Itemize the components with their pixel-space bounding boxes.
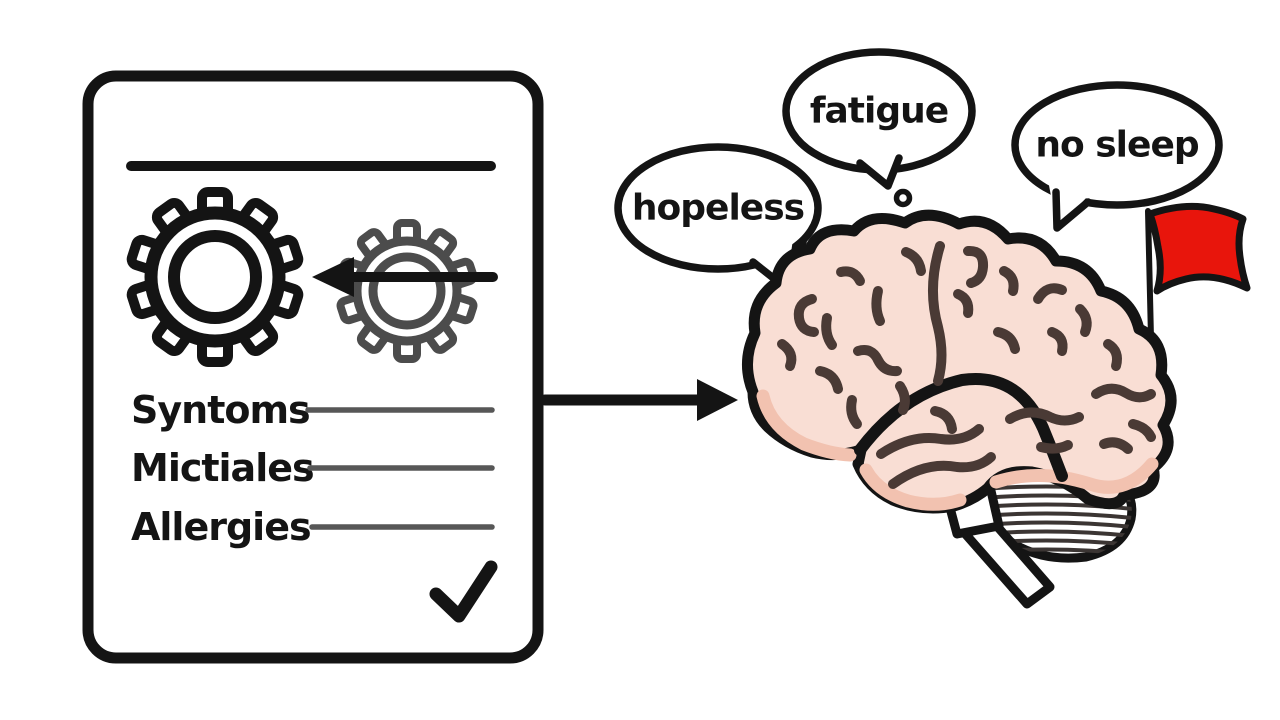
speech-bubble-no-sleep: no sleep bbox=[1011, 81, 1223, 232]
field-label: Allergies bbox=[131, 505, 311, 549]
squiggle bbox=[1033, 283, 1067, 304]
brain-illustration bbox=[742, 209, 1177, 609]
squiggle bbox=[876, 424, 984, 459]
brain-folds-texture bbox=[777, 241, 1156, 489]
left-arrow-icon bbox=[312, 257, 498, 297]
shadow-band bbox=[989, 457, 1159, 494]
checkmark-icon bbox=[429, 560, 498, 623]
squiggle bbox=[871, 286, 885, 326]
squiggle bbox=[1047, 327, 1068, 356]
gear-hub bbox=[168, 230, 262, 324]
squiggle bbox=[846, 395, 862, 429]
gear-hub bbox=[368, 252, 446, 330]
brain-shadow bbox=[756, 389, 1159, 511]
bubble-outline bbox=[1011, 81, 1223, 209]
squiggle bbox=[1128, 419, 1156, 442]
field-label: Mictiales bbox=[131, 446, 314, 490]
squiggle bbox=[853, 345, 902, 377]
squiggle bbox=[930, 406, 957, 434]
squiggle bbox=[1005, 407, 1084, 426]
squiggle bbox=[888, 452, 996, 489]
squiggle bbox=[901, 247, 926, 276]
arrow-head bbox=[697, 379, 738, 421]
flag-pole bbox=[1145, 208, 1154, 341]
squiggle bbox=[777, 339, 797, 371]
squiggle bbox=[1075, 304, 1092, 337]
field-label: Syntoms bbox=[131, 388, 310, 432]
gear-icon-secondary bbox=[336, 219, 478, 363]
bubble-tail bbox=[1052, 188, 1092, 232]
squiggle bbox=[953, 289, 974, 318]
right-arrow-icon bbox=[539, 379, 738, 421]
red-flag-icon bbox=[1145, 202, 1251, 341]
squiggle bbox=[793, 294, 819, 337]
shadow-band bbox=[756, 389, 857, 462]
squiggle bbox=[1103, 339, 1122, 371]
field-lines bbox=[305, 407, 495, 530]
form-fields: Syntoms Mictiales Allergies bbox=[131, 388, 495, 549]
bubble-text: fatigue bbox=[810, 91, 948, 132]
squiggle bbox=[821, 313, 837, 350]
squiggle bbox=[963, 245, 989, 288]
thought-dot bbox=[893, 188, 913, 208]
shadow-band bbox=[859, 463, 967, 511]
squiggle bbox=[815, 366, 843, 394]
squiggle bbox=[999, 266, 1019, 296]
arrow-head bbox=[312, 257, 354, 297]
bubble-text: no sleep bbox=[1035, 125, 1198, 166]
squiggle bbox=[895, 381, 910, 415]
form-card: Syntoms Mictiales Allergies bbox=[82, 70, 544, 664]
speech-bubble-fatigue: fatigue bbox=[782, 48, 976, 208]
squiggle bbox=[1099, 437, 1133, 454]
bubble-text: hopeless bbox=[632, 188, 804, 229]
squiggle bbox=[1036, 440, 1073, 454]
flag-cloth bbox=[1146, 202, 1251, 295]
bubble-outline bbox=[614, 143, 822, 273]
squiggle bbox=[928, 241, 947, 386]
bubble-tail bbox=[856, 154, 903, 190]
squiggle bbox=[836, 266, 865, 286]
gear-icon bbox=[126, 187, 304, 367]
squiggle bbox=[993, 327, 1020, 354]
squiggle bbox=[1091, 383, 1156, 403]
